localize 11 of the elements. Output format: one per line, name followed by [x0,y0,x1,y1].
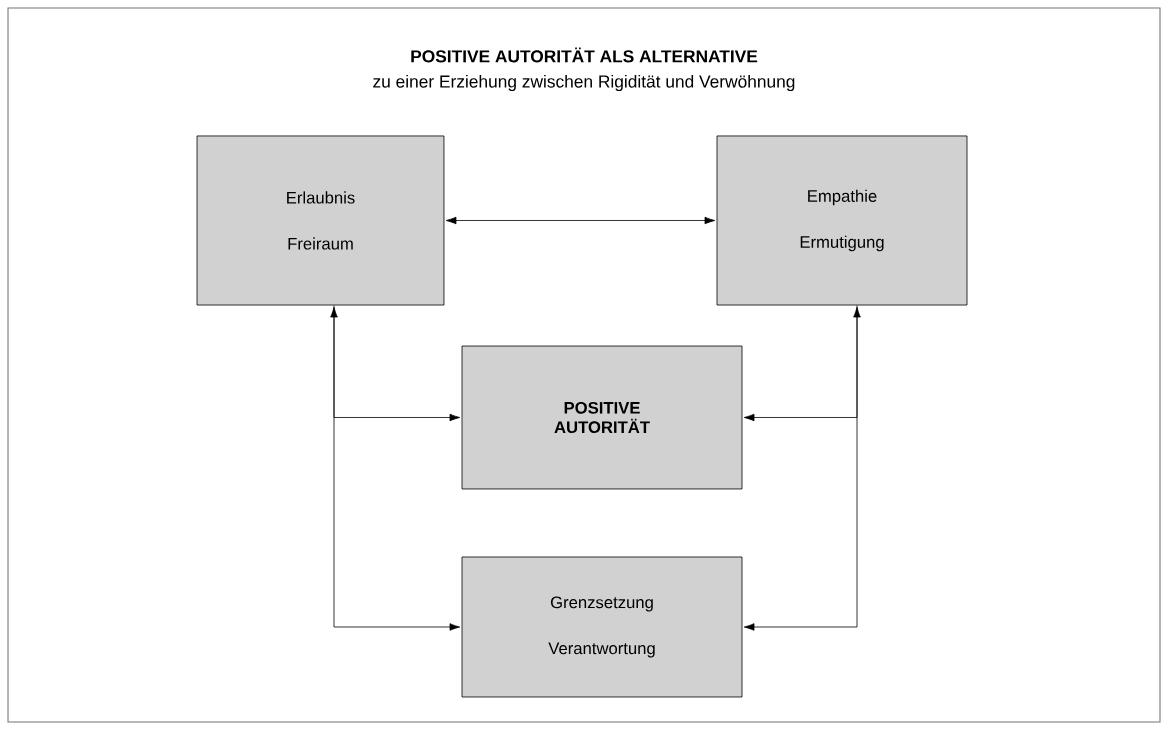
arrow [445,216,716,225]
arrow [743,305,858,422]
subtitle: zu einer Erziehung zwischen Rigidität und Verwöhnung [373,74,795,92]
arrow [333,305,461,422]
arrow [330,306,461,631]
title: POSITIVE AUTORITÄT ALS ALTERNATIVE [411,47,758,63]
box: POSITIVE AUTORITÄT [461,345,743,490]
box: Erlaubnis Freiraum [196,135,445,306]
box: Empathie Ermutigung [716,135,968,306]
box: Grenzsetzung Verantwortung [461,556,743,698]
arrow [743,306,861,631]
